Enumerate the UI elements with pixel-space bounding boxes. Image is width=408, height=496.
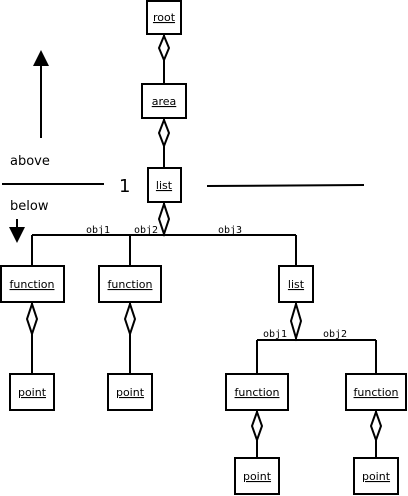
node-function-2-label: function [108,278,153,291]
node-area-box[interactable] [141,83,187,119]
node-point-2-box[interactable] [107,373,153,411]
node-function-4-label: function [354,386,399,399]
edge-label-obj1: obj1 [86,225,110,236]
node-function-4-box[interactable] [345,373,407,411]
node-function-1-label: function [10,278,55,291]
edge-label-obj2: obj2 [134,225,158,236]
aggregation-diamond [289,300,303,342]
node-point-1-box[interactable] [9,373,55,411]
connectors [25,33,383,458]
node-root-box[interactable] [146,0,182,35]
node-function-3-box[interactable] [225,373,289,411]
node-list-child-box[interactable] [278,265,314,303]
node-point-4-label: point [362,470,391,483]
node-point-3-label: point [243,470,272,483]
level-separator [2,183,365,187]
node-list-child-label: list [288,278,305,291]
node-point-4-box[interactable] [353,457,399,495]
aggregation-diamond [369,409,383,443]
edge-label-obj1: obj1 [263,329,287,340]
node-function-2-box[interactable] [98,265,162,303]
separator-line-right [206,184,365,187]
below-label: below [10,199,49,214]
aggregation-diamond [25,300,39,338]
aggregation-diamond [123,300,137,338]
level-number: 1 [119,176,130,197]
node-list-top-box[interactable] [147,167,182,203]
node-point-2-label: point [116,386,145,399]
edge-label-obj2: obj2 [323,329,347,340]
node-list-top-label: list [156,179,173,192]
node-root-label: root [153,11,176,24]
aggregation-diamond [250,409,264,443]
node-point-1-label: point [18,386,47,399]
edge-labels: obj1 obj2 obj3 obj1 obj2 [86,225,347,340]
node-labels: root area list function function list po… [10,11,399,483]
aggregation-diamond [157,117,171,149]
edge-label-obj3: obj3 [218,225,242,236]
above-label: above [10,154,50,169]
node-point-3-box[interactable] [234,457,280,495]
aggregation-diamond [157,33,171,63]
node-function-3-label: function [235,386,280,399]
aggregation-diamond [157,200,171,238]
node-area-label: area [152,95,177,108]
node-function-1-box[interactable] [0,265,65,303]
